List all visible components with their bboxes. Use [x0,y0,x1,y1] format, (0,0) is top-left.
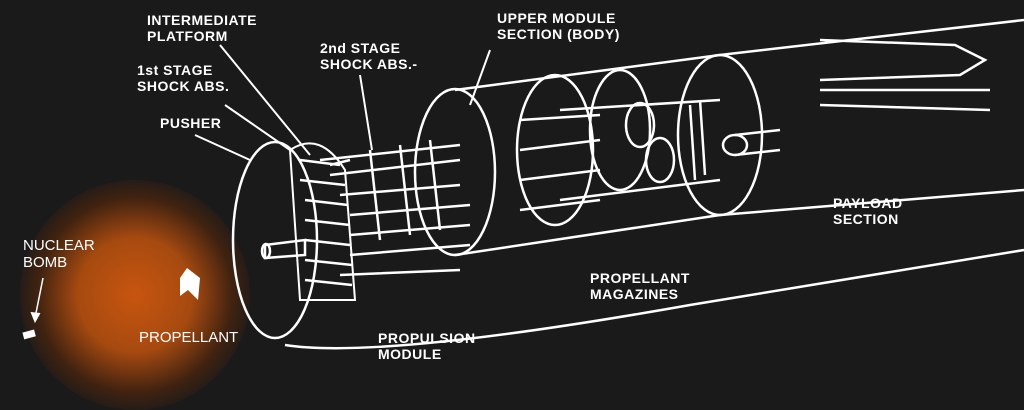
payload-section [676,18,1024,217]
shock-absorbers [260,139,471,301]
upper-module [413,53,721,257]
label-line: PROPELLANT [590,270,690,286]
label-line: INTERMEDIATE [147,12,257,28]
label-line: 1st STAGE [137,62,213,78]
label-line: SHOCK ABS.- [320,56,418,72]
label-line: SHOCK ABS. [137,78,230,94]
label-line: 2nd STAGE [320,40,401,56]
label-line: MODULE [378,346,442,362]
label-line: NUCLEAR [23,237,95,254]
label-line: SECTION [833,211,899,227]
propellant-arrow-icon [180,268,200,300]
label-line: PLATFORM [147,28,228,44]
label-line: SECTION (BODY) [497,26,620,42]
label-line: UPPER MODULE [497,10,616,26]
label-pusher: PUSHER [160,115,222,131]
pusher-plate [231,140,319,340]
label-line: PAYLOAD [833,195,903,211]
label-propellant: PROPELLANT [139,329,239,346]
explosion-glow [20,180,250,410]
nuclear-bomb-icon [22,329,36,340]
label-line: PROPULSION [378,330,476,346]
label-line: MAGAZINES [590,286,679,302]
label-line: BOMB [23,254,68,271]
